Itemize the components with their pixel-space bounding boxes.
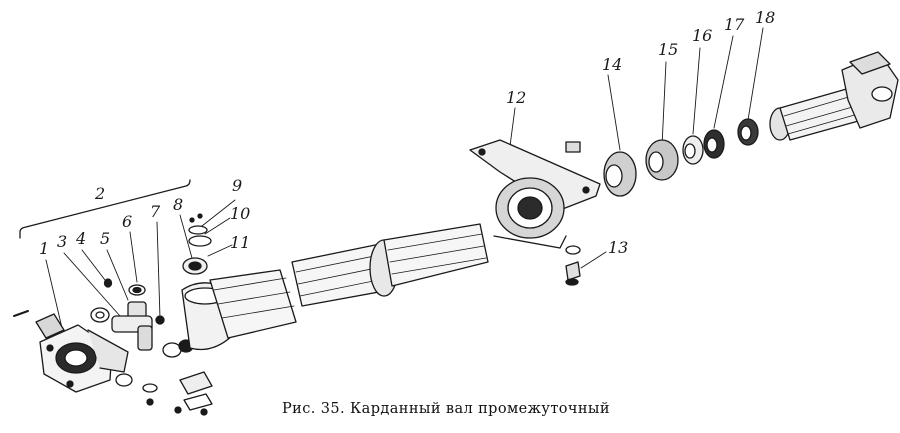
parts-8-11-seals-plates — [162, 213, 213, 416]
yoke-and-tube — [181, 223, 489, 351]
parts-3-7-cross-bearings — [90, 278, 165, 406]
callout-1: 1 — [39, 239, 50, 258]
callout-15: 15 — [658, 40, 679, 59]
group-bracket-2 — [19, 179, 191, 239]
leader-lines — [45, 27, 764, 329]
figure-caption: Рис. 35. Карданный вал промежуточный — [282, 401, 610, 417]
part-13-bolt — [565, 245, 581, 286]
callout-10: 10 — [230, 204, 251, 223]
callout-12: 12 — [506, 88, 527, 107]
callout-3: 3 — [57, 232, 68, 251]
callout-9: 9 — [232, 176, 243, 195]
parts-14-18-bearing-rings — [603, 118, 759, 197]
callout-16: 16 — [692, 26, 713, 45]
callout-18: 18 — [755, 8, 776, 27]
part-1-flange — [13, 310, 129, 393]
callout-13: 13 — [608, 238, 629, 257]
part-12-support — [469, 139, 601, 249]
callout-14: 14 — [602, 55, 623, 74]
callout-4: 4 — [76, 229, 87, 248]
callout-17: 17 — [724, 15, 745, 34]
callout-6: 6 — [122, 212, 133, 231]
callout-7: 7 — [150, 202, 161, 221]
callout-5: 5 — [100, 229, 111, 248]
callout-8: 8 — [173, 195, 184, 214]
callout-2: 2 — [95, 184, 106, 203]
callout-11: 11 — [230, 233, 251, 252]
rear-shaft-yoke — [769, 51, 899, 141]
